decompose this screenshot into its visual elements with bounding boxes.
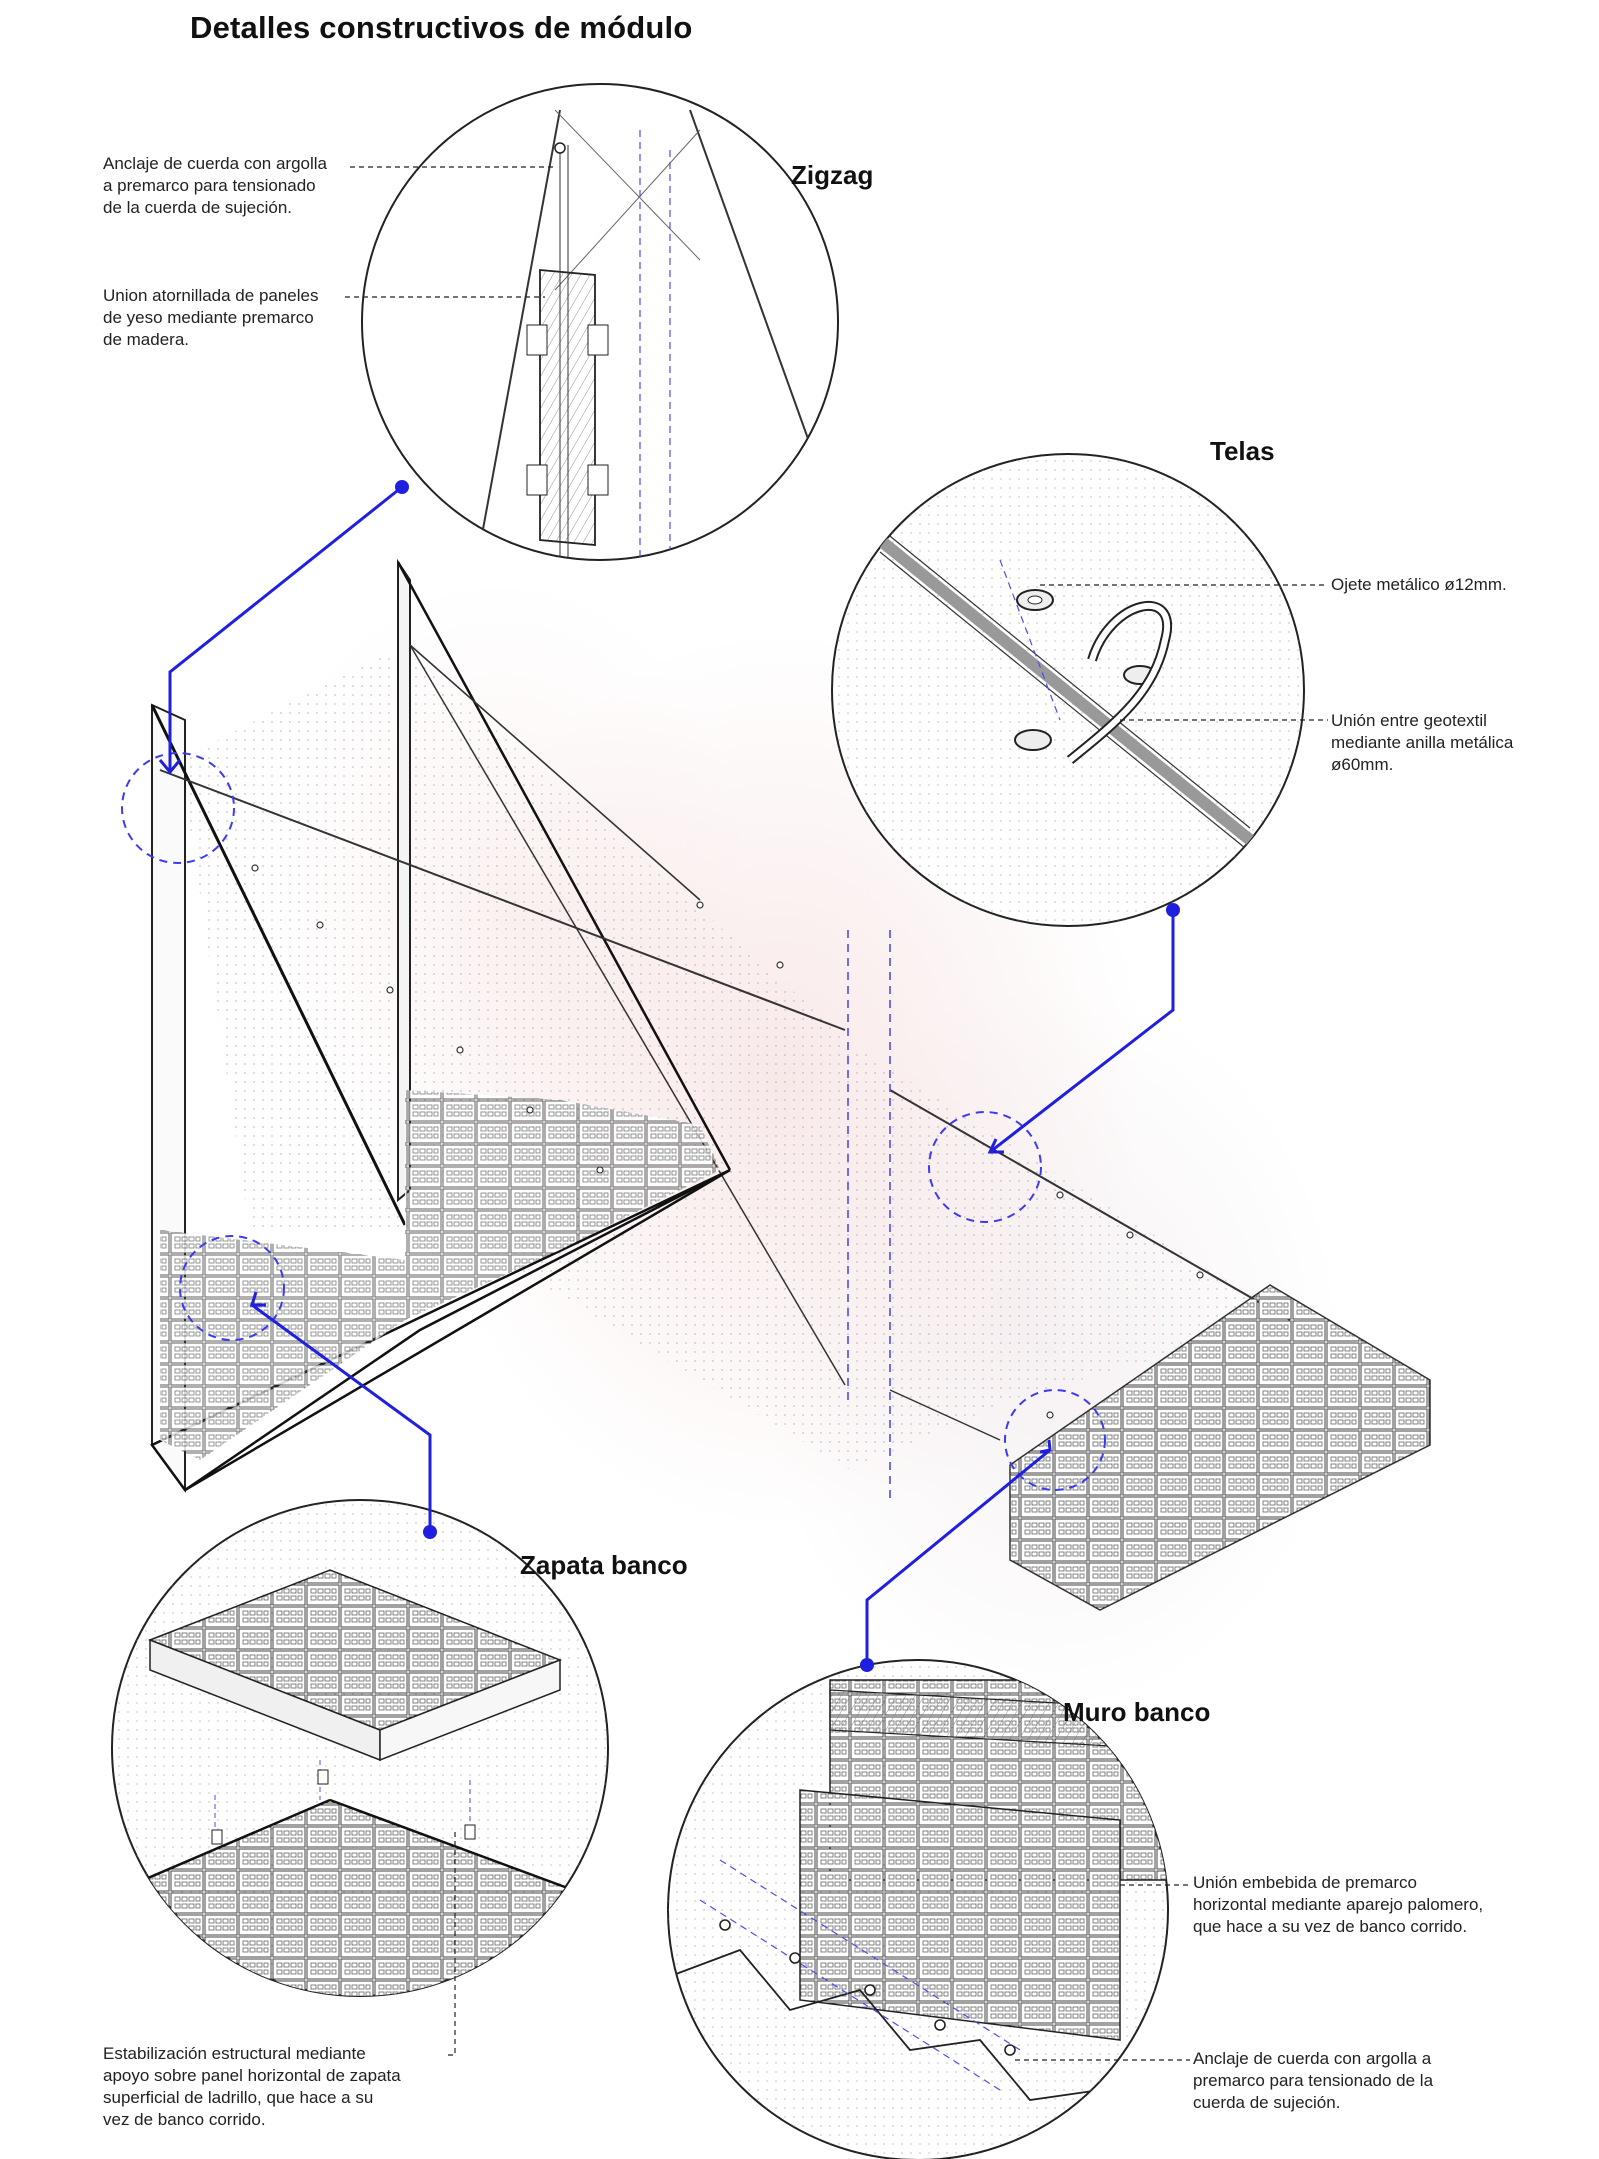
detail-title-zigzag: Zigzag — [791, 160, 874, 190]
leader-telas — [989, 910, 1175, 1154]
detail-title-telas: Telas — [1210, 436, 1275, 466]
fabric-plane — [180, 645, 1290, 1470]
note-muro-embedded-joint: Unión embebida de premarco horizontal me… — [1193, 1873, 1484, 1936]
page-title: Detalles constructivos de módulo — [190, 10, 693, 45]
note-zigzag-rope-anchor: Anclaje de cuerda con argolla a premarco… — [103, 154, 327, 217]
leader-zapata — [251, 1303, 432, 1532]
muro-banco-detail-circle — [667, 1659, 1169, 2159]
note-zigzag-screwed-joint: Union atornillada de paneles de yeso med… — [103, 286, 319, 349]
zigzag-detail-circle — [361, 83, 839, 561]
note-muro-rope-anchor: Anclaje de cuerda con argolla a premarco… — [1193, 2049, 1434, 2112]
leader-lines — [168, 485, 1175, 1665]
brick-bench — [1009, 1284, 1431, 1611]
detail-title-zapata-banco: Zapata banco — [520, 1550, 688, 1580]
note-leaders — [345, 166, 1328, 2061]
detail-title-muro-banco: Muro banco — [1063, 1697, 1211, 1727]
main-module — [121, 558, 1431, 1611]
telas-detail-circle — [831, 453, 1305, 927]
note-zapata-stabilization: Estabilización estructural mediante apoy… — [103, 2044, 401, 2129]
leader-zigzag — [168, 485, 403, 772]
base-triangle — [150, 1168, 731, 1492]
note-telas-eyelet: Ojete metálico ø12mm. — [1331, 575, 1507, 594]
brick-infill-left — [160, 1230, 405, 1460]
zapata-banco-detail-circle — [111, 1499, 609, 1997]
note-telas-ring-joint: Unión entre geotextil mediante anilla me… — [1331, 711, 1514, 774]
brick-infill-middle — [405, 1090, 720, 1320]
leader-muro — [865, 1448, 1051, 1665]
